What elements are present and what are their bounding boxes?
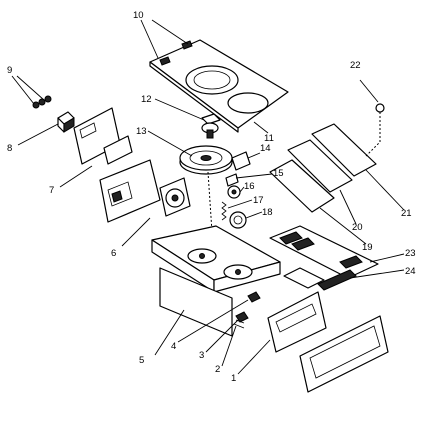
callout-18: 18 xyxy=(262,207,273,218)
part-panel-20 xyxy=(287,139,353,193)
part-motor-12 xyxy=(201,113,221,139)
callout-20: 20 xyxy=(352,222,363,233)
part-spring-17 xyxy=(221,201,227,221)
callout-3: 3 xyxy=(199,350,204,361)
callout-13: 13 xyxy=(136,126,147,137)
callout-21: 21 xyxy=(401,208,412,219)
callout-17: 17 xyxy=(253,195,264,206)
callout-11: 11 xyxy=(264,133,274,144)
part-bracket-18 xyxy=(229,211,247,229)
callout-16: 16 xyxy=(244,181,255,192)
callout-10: 10 xyxy=(133,10,144,21)
part-screws-9 xyxy=(32,95,52,109)
callout-14: 14 xyxy=(260,143,271,154)
callout-1: 1 xyxy=(231,373,236,384)
callout-2: 2 xyxy=(215,364,220,375)
leader-lines xyxy=(11,19,405,375)
part-chassis xyxy=(151,225,281,293)
callout-23: 23 xyxy=(405,248,416,259)
part-fan-13 xyxy=(179,145,233,175)
callout-24: 24 xyxy=(405,266,416,277)
callout-8: 8 xyxy=(7,143,12,154)
callout-9: 9 xyxy=(7,65,12,76)
callout-19: 19 xyxy=(362,242,373,253)
part-top-cover xyxy=(149,39,289,133)
part-blower-housing-6 xyxy=(99,159,191,223)
part-back-panel-7 xyxy=(73,107,133,165)
part-switch-14 xyxy=(231,151,251,171)
part-clip-3 xyxy=(235,311,249,323)
part-capacitor-15 xyxy=(225,173,239,187)
part-control-panel-23 xyxy=(269,225,379,279)
callout-22: 22 xyxy=(350,60,361,71)
part-connector-8 xyxy=(57,111,75,133)
callout-12: 12 xyxy=(141,94,152,105)
part-panel-21 xyxy=(311,123,377,177)
part-filter-panel-5 xyxy=(159,267,233,337)
part-overlay-24 xyxy=(283,267,357,291)
callout-7: 7 xyxy=(49,185,54,196)
callout-4: 4 xyxy=(171,341,176,352)
callout-labels: 10 9 8 7 6 12 13 11 14 15 16 17 18 19 20… xyxy=(7,10,416,384)
callout-15: 15 xyxy=(273,168,284,179)
part-clip-4 xyxy=(247,291,261,303)
callout-6: 6 xyxy=(111,248,116,259)
part-knob-16 xyxy=(227,185,241,199)
callout-5: 5 xyxy=(139,355,144,366)
part-grommet-22 xyxy=(365,103,385,157)
part-front-bezel-1 xyxy=(267,291,389,393)
part-panel-19 xyxy=(269,159,335,213)
